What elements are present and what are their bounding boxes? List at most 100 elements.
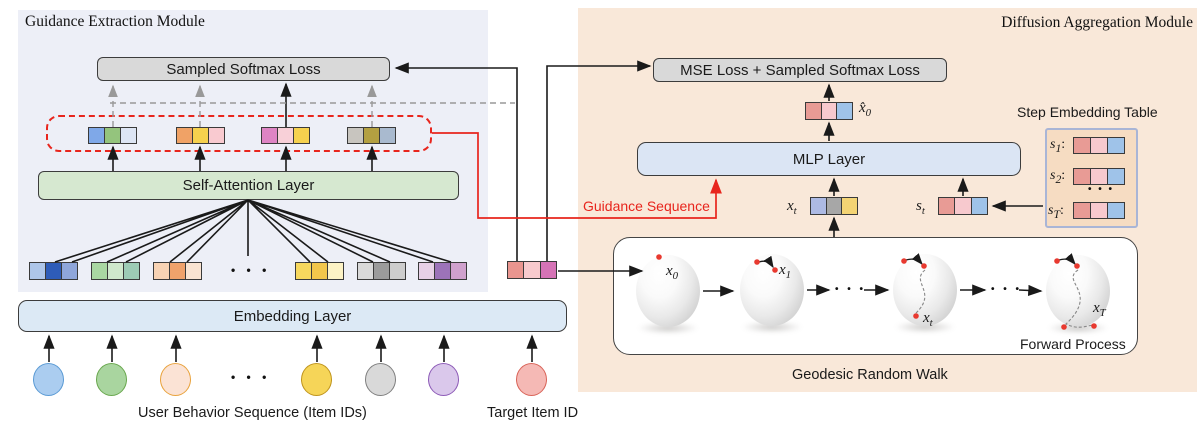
sT-row-label: sT: [1048, 203, 1064, 221]
token-cell [539, 261, 557, 279]
token-cell [836, 102, 854, 120]
target-embedding-token [507, 261, 557, 279]
embedding-row-ellipsis: • • • [231, 263, 271, 277]
token-cell [388, 262, 406, 280]
token-cell [88, 127, 106, 144]
sphere-shadow [637, 322, 699, 334]
embedding-token [153, 262, 202, 280]
x0-hat-token [805, 102, 854, 120]
token-cell [1106, 168, 1125, 185]
token-cell [60, 262, 78, 280]
token-cell [1073, 168, 1092, 185]
walk-ellipsis: • • • [991, 284, 1023, 295]
token-cell [954, 197, 972, 215]
token-cell [805, 102, 822, 120]
s2-row-label: s2: [1050, 168, 1066, 186]
item-circle [428, 363, 459, 396]
token-cell [1106, 137, 1125, 154]
token-cell [1089, 137, 1109, 154]
item-circle [301, 363, 332, 396]
sampled-softmax-loss-box: Sampled Softmax Loss [97, 57, 390, 81]
token-cell [362, 127, 381, 144]
s1-row-label: s1: [1050, 137, 1066, 155]
sphere-shadow [894, 321, 956, 333]
self-attention-layer-label: Self-Attention Layer [182, 177, 315, 194]
token-cell [295, 262, 313, 280]
token-cell [372, 262, 391, 280]
st-label: st [916, 198, 925, 217]
token-cell [1089, 202, 1109, 219]
item-circle [160, 363, 191, 396]
mse-loss-box: MSE Loss + Sampled Softmax Loss [653, 58, 947, 82]
token-cell [507, 261, 525, 279]
sphere-x1-label: x1 [779, 262, 792, 281]
token-cell [191, 127, 210, 144]
token-cell [357, 262, 375, 280]
attention-token [176, 127, 225, 144]
token-cell [1106, 202, 1125, 219]
token-cell [378, 127, 396, 144]
embedding-token [295, 262, 344, 280]
token-cell [938, 197, 956, 215]
token-cell [810, 197, 827, 215]
token-cell [184, 262, 202, 280]
sampled-softmax-loss-label: Sampled Softmax Loss [166, 60, 321, 78]
token-cell [970, 197, 988, 215]
xt-token [810, 197, 859, 215]
self-attention-layer-box: Self-Attention Layer [38, 171, 459, 200]
xt-label: xt [787, 198, 797, 217]
token-cell [122, 262, 140, 280]
target-item-label: Target Item ID [487, 405, 579, 421]
token-cell [841, 197, 859, 215]
x0-hat-label: x̂0 [859, 100, 872, 119]
token-cell [310, 262, 329, 280]
step-table-ellipsis: • • • [1088, 184, 1115, 195]
sphere-x0-label: x0 [666, 263, 679, 282]
token-cell [91, 262, 109, 280]
embedding-layer-label: Embedding Layer [233, 307, 352, 325]
token-cell [326, 262, 344, 280]
embedding-token [91, 262, 140, 280]
token-cell [292, 127, 310, 144]
token-cell [168, 262, 187, 280]
token-cell [347, 127, 365, 144]
mse-loss-label: MSE Loss + Sampled Softmax Loss [680, 61, 920, 79]
s1-token [1073, 137, 1125, 154]
embedding-token [29, 262, 78, 280]
token-cell [1073, 202, 1092, 219]
sphere-shadow [741, 321, 803, 333]
token-cell [44, 262, 63, 280]
mlp-layer-box: MLP Layer [637, 142, 1021, 176]
token-cell [29, 262, 47, 280]
token-cell [119, 127, 137, 144]
token-cell [825, 197, 843, 215]
token-cell [418, 262, 436, 280]
diffusion-aggregation-title: Diffusion Aggregation Module [1001, 14, 1193, 31]
embedding-token [357, 262, 406, 280]
forward-process-label: Forward Process [1020, 336, 1126, 352]
token-cell [176, 127, 194, 144]
token-cell [523, 261, 541, 279]
token-cell [1089, 168, 1109, 185]
token-cell [106, 262, 125, 280]
sphere-xt-label: xt [923, 310, 933, 329]
walk-ellipsis: • • • [835, 284, 867, 295]
sT-token [1073, 202, 1125, 219]
guidance-sequence-label: Guidance Sequence [583, 198, 710, 214]
token-cell [207, 127, 225, 144]
s2-token [1073, 168, 1125, 185]
token-cell [276, 127, 295, 144]
item-circle [365, 363, 396, 396]
user-sequence-label: User Behavior Sequence (Item IDs) [138, 405, 367, 421]
embedding-layer-box: Embedding Layer [18, 300, 567, 332]
embedding-token [418, 262, 467, 280]
step-embedding-table-title: Step Embedding Table [1017, 104, 1158, 120]
sphere-x1 [740, 254, 804, 326]
attention-token [261, 127, 310, 144]
token-cell [449, 262, 467, 280]
token-cell [153, 262, 171, 280]
geodesic-random-walk-label: Geodesic Random Walk [792, 367, 948, 383]
token-cell [1073, 137, 1092, 154]
guidance-extraction-title: Guidance Extraction Module [25, 13, 205, 30]
